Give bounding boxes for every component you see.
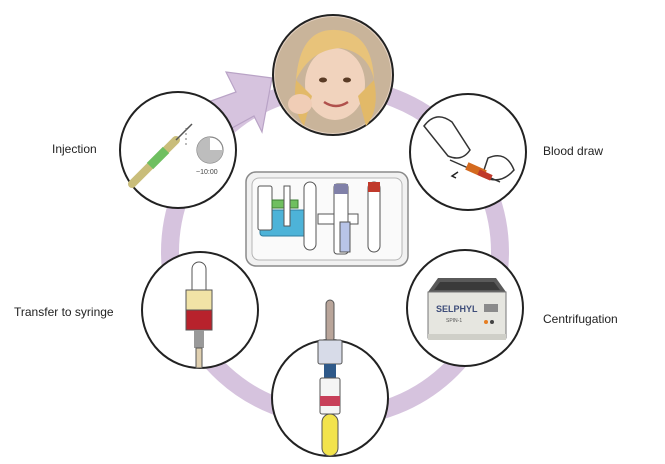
patient-photo [273,15,393,135]
prp-kit-tray [246,172,408,266]
centrifuge-brand: SELPHYL [436,304,478,314]
timer-icon [197,137,223,163]
centrifuge-illustration: SELPHYL SPIN-1 [407,250,523,366]
step-label-transfer: Transfer to syringe [14,305,114,319]
step-label-blood-draw: Blood draw [543,144,603,158]
centrifuge-model: SPIN-1 [446,318,462,324]
blood-draw-illustration [410,94,526,210]
step-label-injection: Injection [52,142,97,156]
prp-tube-syringe-illustration [272,300,388,456]
injection-illustration: ~10:00 [120,92,236,208]
timer-readout: ~10:00 [196,169,218,176]
step-label-centrifugation: Centrifugation [543,312,618,326]
transfer-syringe-illustration [142,252,258,368]
